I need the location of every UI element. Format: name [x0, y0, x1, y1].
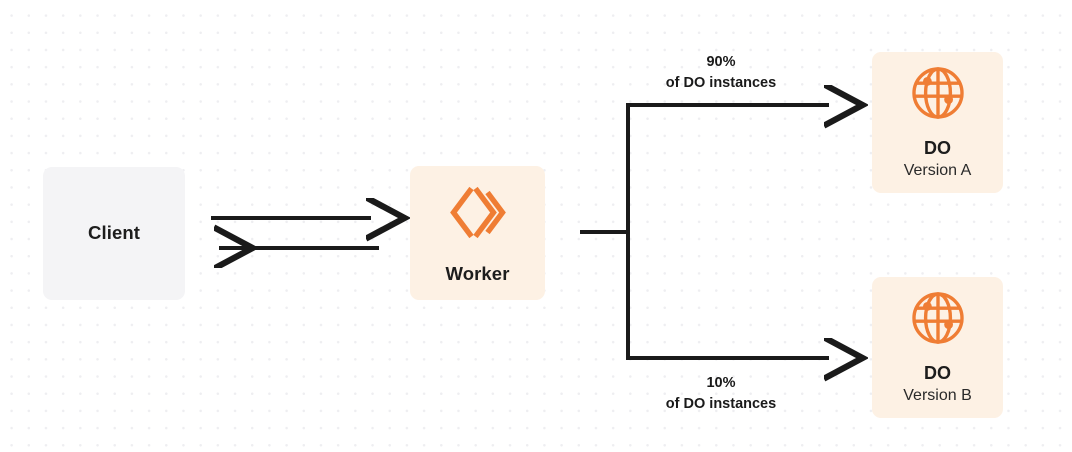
- node-do-a-label: DO: [924, 137, 951, 158]
- globe-icon: [910, 65, 966, 126]
- node-client[interactable]: Client: [43, 167, 185, 300]
- node-do-version-a[interactable]: DO Version A: [872, 52, 1003, 193]
- edge-label-do-b-percent: 10%: [706, 375, 736, 391]
- node-do-b-label: DO: [924, 362, 951, 383]
- globe-icon: [910, 290, 966, 351]
- node-do-version-b[interactable]: DO Version B: [872, 277, 1003, 418]
- node-do-a-version: Version A: [903, 161, 972, 179]
- edge-label-do-a: 90% of DO instances: [611, 52, 831, 94]
- edge-label-do-b-caption: of DO instances: [665, 396, 777, 413]
- node-worker[interactable]: Worker: [410, 166, 545, 300]
- cloudflare-workers-icon: [446, 181, 510, 250]
- node-do-b-version: Version B: [903, 386, 972, 404]
- edge-label-do-a-caption: of DO instances: [665, 75, 777, 92]
- edge-label-do-a-percent: 90%: [706, 54, 736, 70]
- node-worker-label: Worker: [445, 263, 510, 285]
- node-client-label: Client: [88, 222, 140, 244]
- edge-label-do-b: 10% of DO instances: [611, 373, 831, 415]
